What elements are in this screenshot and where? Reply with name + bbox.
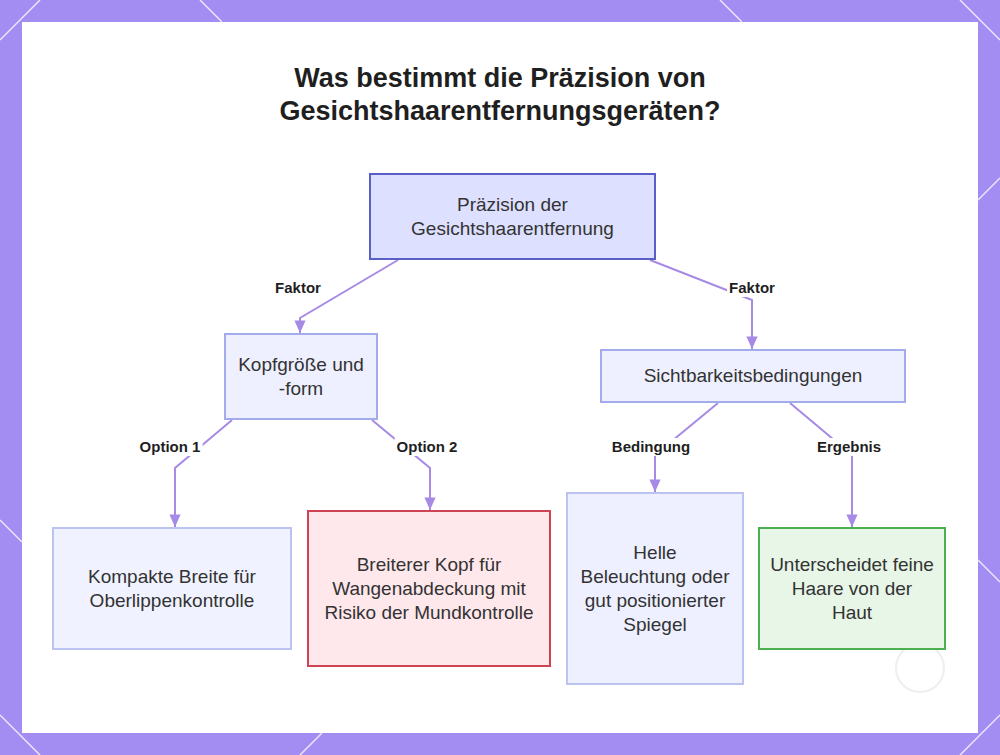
node-text: Kompakte Breite für Oberlippenkontrolle [64,565,280,613]
edge-label: Faktor [273,279,323,297]
node-text: Breiterer Kopf für Wangenabdeckung mit R… [319,553,539,625]
diagram-title: Was bestimmt die Präzision von Gesichtsh… [150,62,850,128]
node-text: Sichtbarkeitsbedingungen [644,364,863,388]
root-box: Präzision der Gesichtshaarentfernung [369,173,656,260]
node-text: Unterscheidet feine Haare von der Haut [770,553,934,625]
factor-box: Sichtbarkeitsbedingungen [600,349,906,403]
node-text: Helle Beleuchtung oder gut positionierte… [578,541,732,637]
connector-line [372,420,430,510]
node-text: Präzision der Gesichtshaarentfernung [381,193,644,241]
condition-box: Helle Beleuchtung oder gut positionierte… [566,492,744,685]
connector-line [650,260,752,349]
connector-line [790,403,852,527]
factor-box: Kopfgröße und -form [224,333,378,420]
result-box: Unterscheidet feine Haare von der Haut [758,527,946,650]
risk-box: Breiterer Kopf für Wangenabdeckung mit R… [307,510,551,667]
edge-label: Bedingung [610,438,692,456]
edge-label: Option 1 [138,438,203,456]
edge-label: Faktor [727,279,777,297]
option-box: Kompakte Breite für Oberlippenkontrolle [52,527,292,650]
edge-label: Ergebnis [815,438,883,456]
connector-line [175,420,232,527]
node-text: Kopfgröße und -form [236,353,366,401]
edge-label: Option 2 [395,438,460,456]
